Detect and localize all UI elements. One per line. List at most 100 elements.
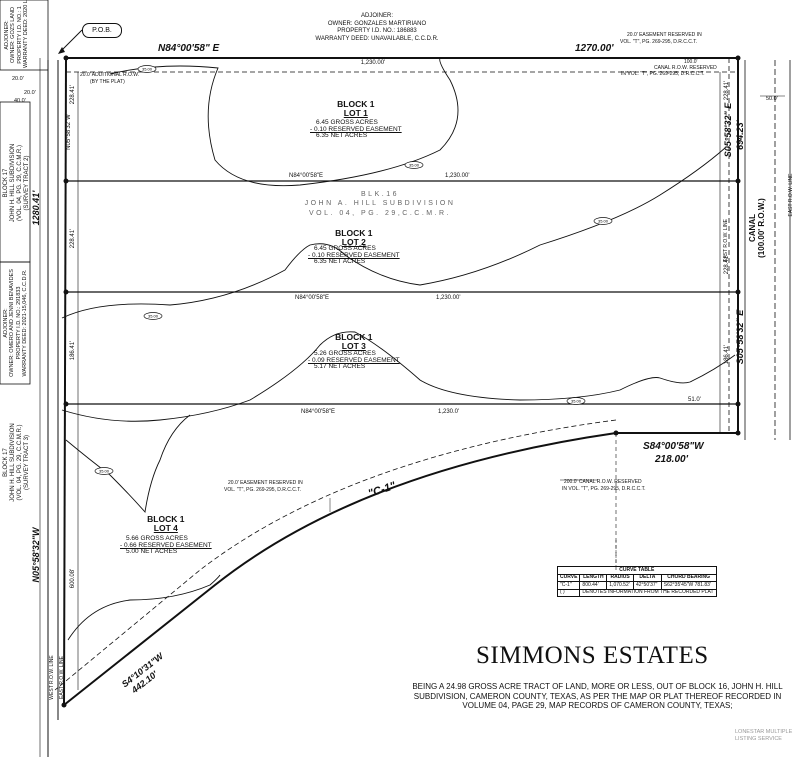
lot-3-lot: LOT 3 — [341, 340, 366, 351]
adjoiner-top-l4: WARRANTY DEED: UNAVAILABLE, C.C.D.R. — [315, 35, 439, 42]
watermark-l1: LONESTAR MULTIPLE — [735, 729, 793, 735]
pob-arrow — [58, 47, 65, 54]
lot-4-lot: LOT 4 — [153, 522, 178, 533]
monument-s — [613, 430, 619, 436]
row-add-note-2: (BY THE PLAT) — [90, 79, 125, 85]
lot-line-2-bearing: N84°00'58"E — [295, 295, 330, 301]
blk16-l2: JOHN A. HILL SUBDIVISION — [304, 200, 456, 208]
east-lot-3: 186.41' — [724, 344, 730, 365]
lot-2-gross: 6.45 GROSS ACRES — [314, 245, 376, 252]
esmt-mid-1: 20.0' EASEMENT RESERVED IN — [228, 480, 303, 486]
lot-2-label: BLOCK 1 LOT 2 6.45 GROSS ACRES - 0.10 RE… — [308, 229, 400, 266]
monument-w3 — [63, 401, 69, 407]
block-ll-l3: (VOL. 04, PG. 29, C.C.M.R.) — [16, 424, 23, 501]
east-row-text: EAST R.O.W. LINE — [788, 173, 794, 217]
leaders — [329, 479, 598, 512]
east-row-sw-text: EAST R.O.W. LINE — [59, 656, 65, 699]
monument-e1 — [735, 178, 741, 184]
lot-4-block: BLOCK 1 — [147, 514, 185, 524]
monument-e2 — [735, 289, 741, 295]
canal-label: CANAL (100.00' R.O.W.) — [748, 188, 766, 268]
lot-2-block: BLOCK 1 — [335, 228, 373, 238]
monument-w2 — [63, 289, 69, 295]
lot-1-reserved: - 0.10 RESERVED EASEMENT — [310, 125, 402, 133]
adjoiner-top-l1: ADJOINER: — [360, 13, 394, 19]
monuments — [61, 55, 741, 708]
block-lu-l3: (VOL. 04, PG. 29, C.C.M.R.) — [16, 144, 23, 222]
canal-label-1: CANAL — [748, 214, 757, 242]
east-distance: 694.23' — [735, 120, 745, 150]
lot-1-gross: 6.45 GROSS ACRES — [316, 119, 378, 126]
lot-4-reserved: - 0.66 RESERVED EASEMENT — [120, 541, 212, 549]
row-add-note: 20.0' ADDITIONAL R.O.W. — [80, 72, 140, 78]
west-lot-2: 228.41' — [70, 228, 76, 249]
adjoiner-top-l3: PROPERTY I.D. NO.: 186883 — [337, 28, 417, 34]
west-lot-3: 186.41' — [70, 340, 76, 361]
boundary-north-east — [66, 57, 739, 434]
curve-row-delta: 42°50'37" — [633, 581, 662, 590]
boundary-west — [63, 57, 67, 706]
curve-header-chord: CHORD BEARING — [660, 573, 717, 582]
dim-20-top: 20.0' — [12, 76, 24, 82]
lot-1-block: BLOCK 1 — [337, 99, 375, 109]
east-bearing: S05°58'32" E — [723, 102, 733, 158]
contour-label: 35.00 — [99, 469, 110, 474]
curve-table: CURVE TABLE CURVE LENGTH RADIUS DELTA CH… — [556, 566, 717, 597]
lot-1-lot: LOT 1 — [343, 107, 368, 118]
contour-label: 35.00 — [598, 219, 609, 224]
north-distance: 1270.00' — [575, 43, 614, 54]
curve-row-radius: 1,070.52' — [606, 581, 634, 590]
curve-header-length: LENGTH — [579, 573, 608, 582]
canal-row-1: 100.0' — [684, 59, 698, 65]
monument-e3 — [735, 401, 741, 407]
lot-3-net: 5.17 NET ACRES — [314, 363, 366, 370]
lot-2-reserved: - 0.10 RESERVED EASEMENT — [308, 251, 400, 259]
contour-label: 35.00 — [571, 399, 582, 404]
lot-4-label: BLOCK 1 LOT 4 5.66 GROSS ACRES - 0.66 RE… — [120, 515, 212, 556]
west-bearing: N05°58'32"W — [31, 527, 41, 583]
contour-label-ovals — [94, 65, 613, 475]
contour-lot-4-a — [65, 414, 191, 514]
contour-lot-1 — [109, 57, 459, 187]
contour-lot-4-b — [67, 574, 221, 641]
east-lot-1: 228.41' — [724, 80, 730, 101]
adjoiner-tl-l3: PROPERTY I.D. NO.: 1 — [16, 6, 23, 64]
curve-note-text: DENOTES INFORMATION FROM THE RECORDED PL… — [579, 588, 717, 597]
adjoiner-tl-l4: WARRANTY DEED: 2020 L — [22, 0, 29, 68]
block-16-label: BLK.16 JOHN A. HILL SUBDIVISION VOL. 04,… — [300, 190, 460, 218]
adjoiner-top-l2: OWNER: GONZALES MARTIRIANO — [327, 20, 427, 27]
lot-1-label: BLOCK 1 LOT 1 6.45 GROSS ACRES - 0.10 RE… — [310, 100, 402, 140]
canal-lines — [744, 60, 791, 440]
south-bearing: S84°00'58"W — [643, 441, 704, 452]
block-left-upper: BLOCK 17 JOHN H. HILL SUBDIVISION (VOL. … — [3, 108, 31, 258]
canal200-2: IN VOL. "T", PG. 269-295, D.R.C.C.T. — [562, 486, 646, 492]
curve-header-curve: CURVE — [556, 573, 581, 582]
lot-3-gross: 5.26 GROSS ACRES — [314, 350, 376, 357]
adjoiner-tl-l2: OWNER: GOZS LAND — [10, 7, 17, 63]
boundary-south-curve — [63, 432, 617, 706]
monument-sw — [61, 702, 67, 708]
pob-leader — [59, 29, 83, 53]
left-edge-frames — [0, 0, 49, 385]
top-inner-distance: 1,230.00' — [360, 60, 386, 66]
lot-3-block: BLOCK 1 — [335, 332, 373, 342]
block-ll-l2: JOHN H. HILL SUBDIVISION — [9, 423, 16, 502]
canal-label-2: (100.00' R.O.W.) — [757, 198, 767, 258]
adjoiner-top: ADJOINER: OWNER: GONZALES MARTIRIANO PRO… — [315, 13, 438, 43]
block-lu-l2: JOHN H. HILL SUBDIVISION — [9, 143, 16, 223]
blk16-l3: VOL. 04, PG. 29,C.C.M.R. — [308, 209, 452, 217]
esmt-mid-2: VOL. "T", PG. 269-295, D.R.C.C.T. — [224, 487, 302, 493]
lot-line-2-distance: 1,230.00' — [436, 295, 461, 301]
esmt-top-1: 20.0' EASEMENT RESERVED IN — [627, 32, 702, 38]
south-easement — [54, 419, 617, 691]
adjoiner-top-left-frame — [0, 0, 49, 71]
lot-4-gross: 5.66 GROSS ACRES — [126, 535, 188, 542]
lot-line-3-distance: 1,230.0' — [438, 409, 460, 415]
plat-description: BEING A 24.98 GROSS ACRE TRACT OF LAND, … — [412, 682, 783, 711]
lot-4-net: 5.00 NET ACRES — [126, 548, 178, 555]
adjoiner-left-l2: OWNER: OMERO AND JENNI BENAVIDES — [9, 269, 16, 377]
pob-label: P.O.B. — [82, 23, 122, 38]
lot-line-1-distance: 1,230.00' — [445, 173, 470, 179]
dim-50: 50.0' — [766, 96, 778, 102]
